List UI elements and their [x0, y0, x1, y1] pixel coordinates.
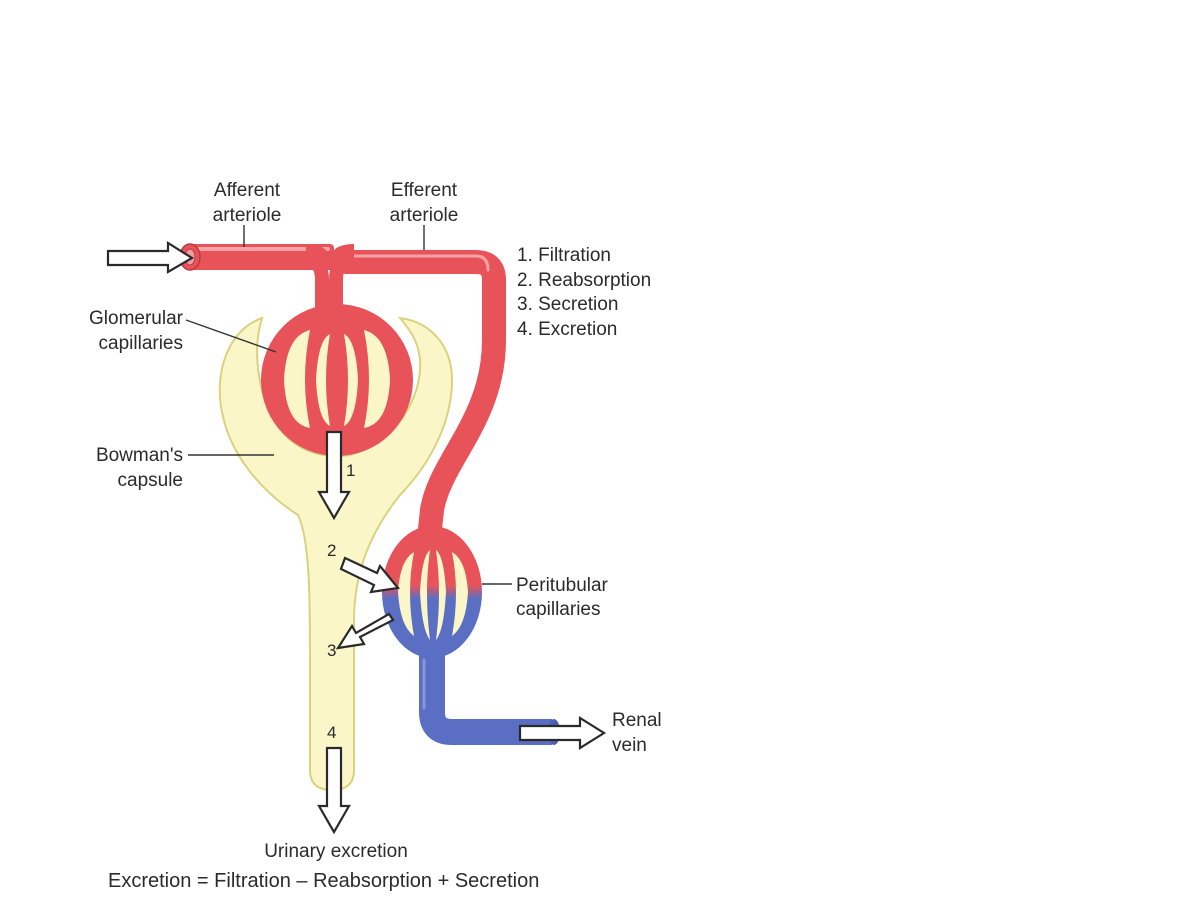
- efferent-label-line2: arteriole: [390, 205, 459, 226]
- bowmans-capsule-tubule: [218, 316, 454, 792]
- excretion-arrow: [317, 746, 351, 835]
- glomerular-label-line1: Glomerular: [89, 308, 184, 329]
- afferent-label-line2: arteriole: [213, 205, 282, 226]
- efferent-label-line1: Efferent: [391, 180, 458, 201]
- process-item-secretion: 3. Secretion: [517, 294, 618, 315]
- process-list: 1. Filtration 2. Reabsorption 3. Secreti…: [517, 245, 651, 340]
- bowmans-label-line1: Bowman's: [96, 445, 183, 466]
- inflow-arrow: [106, 241, 195, 274]
- process-item-reabsorption: 2. Reabsorption: [517, 270, 651, 291]
- process-item-filtration: 1. Filtration: [517, 245, 611, 266]
- urinary-excretion-label: Urinary excretion: [264, 841, 408, 862]
- step-number-1: 1: [346, 461, 355, 480]
- step-number-2: 2: [327, 541, 336, 560]
- renal-vein-label-line1: Renal: [612, 710, 662, 731]
- reabsorption-arrow: [339, 556, 401, 594]
- glomerular-label-line2: capillaries: [99, 333, 183, 354]
- renal-vein-label-line2: vein: [612, 735, 647, 756]
- renal-vein-vessel: [419, 650, 552, 745]
- afferent-label-line1: Afferent: [214, 180, 281, 201]
- peritubular-label-line2: capillaries: [516, 599, 600, 620]
- filtration-arrow: [317, 430, 351, 521]
- process-item-excretion: 4. Excretion: [517, 319, 617, 340]
- excretion-equation: Excretion = Filtration – Reabsorption + …: [108, 870, 539, 892]
- bowmans-label-line2: capsule: [118, 470, 184, 491]
- renal-vein-outflow-arrow: [518, 716, 607, 750]
- secretion-arrow: [335, 612, 395, 650]
- step-number-4: 4: [327, 723, 336, 742]
- step-number-3: 3: [327, 641, 336, 660]
- peritubular-label-line1: Peritubular: [516, 575, 609, 596]
